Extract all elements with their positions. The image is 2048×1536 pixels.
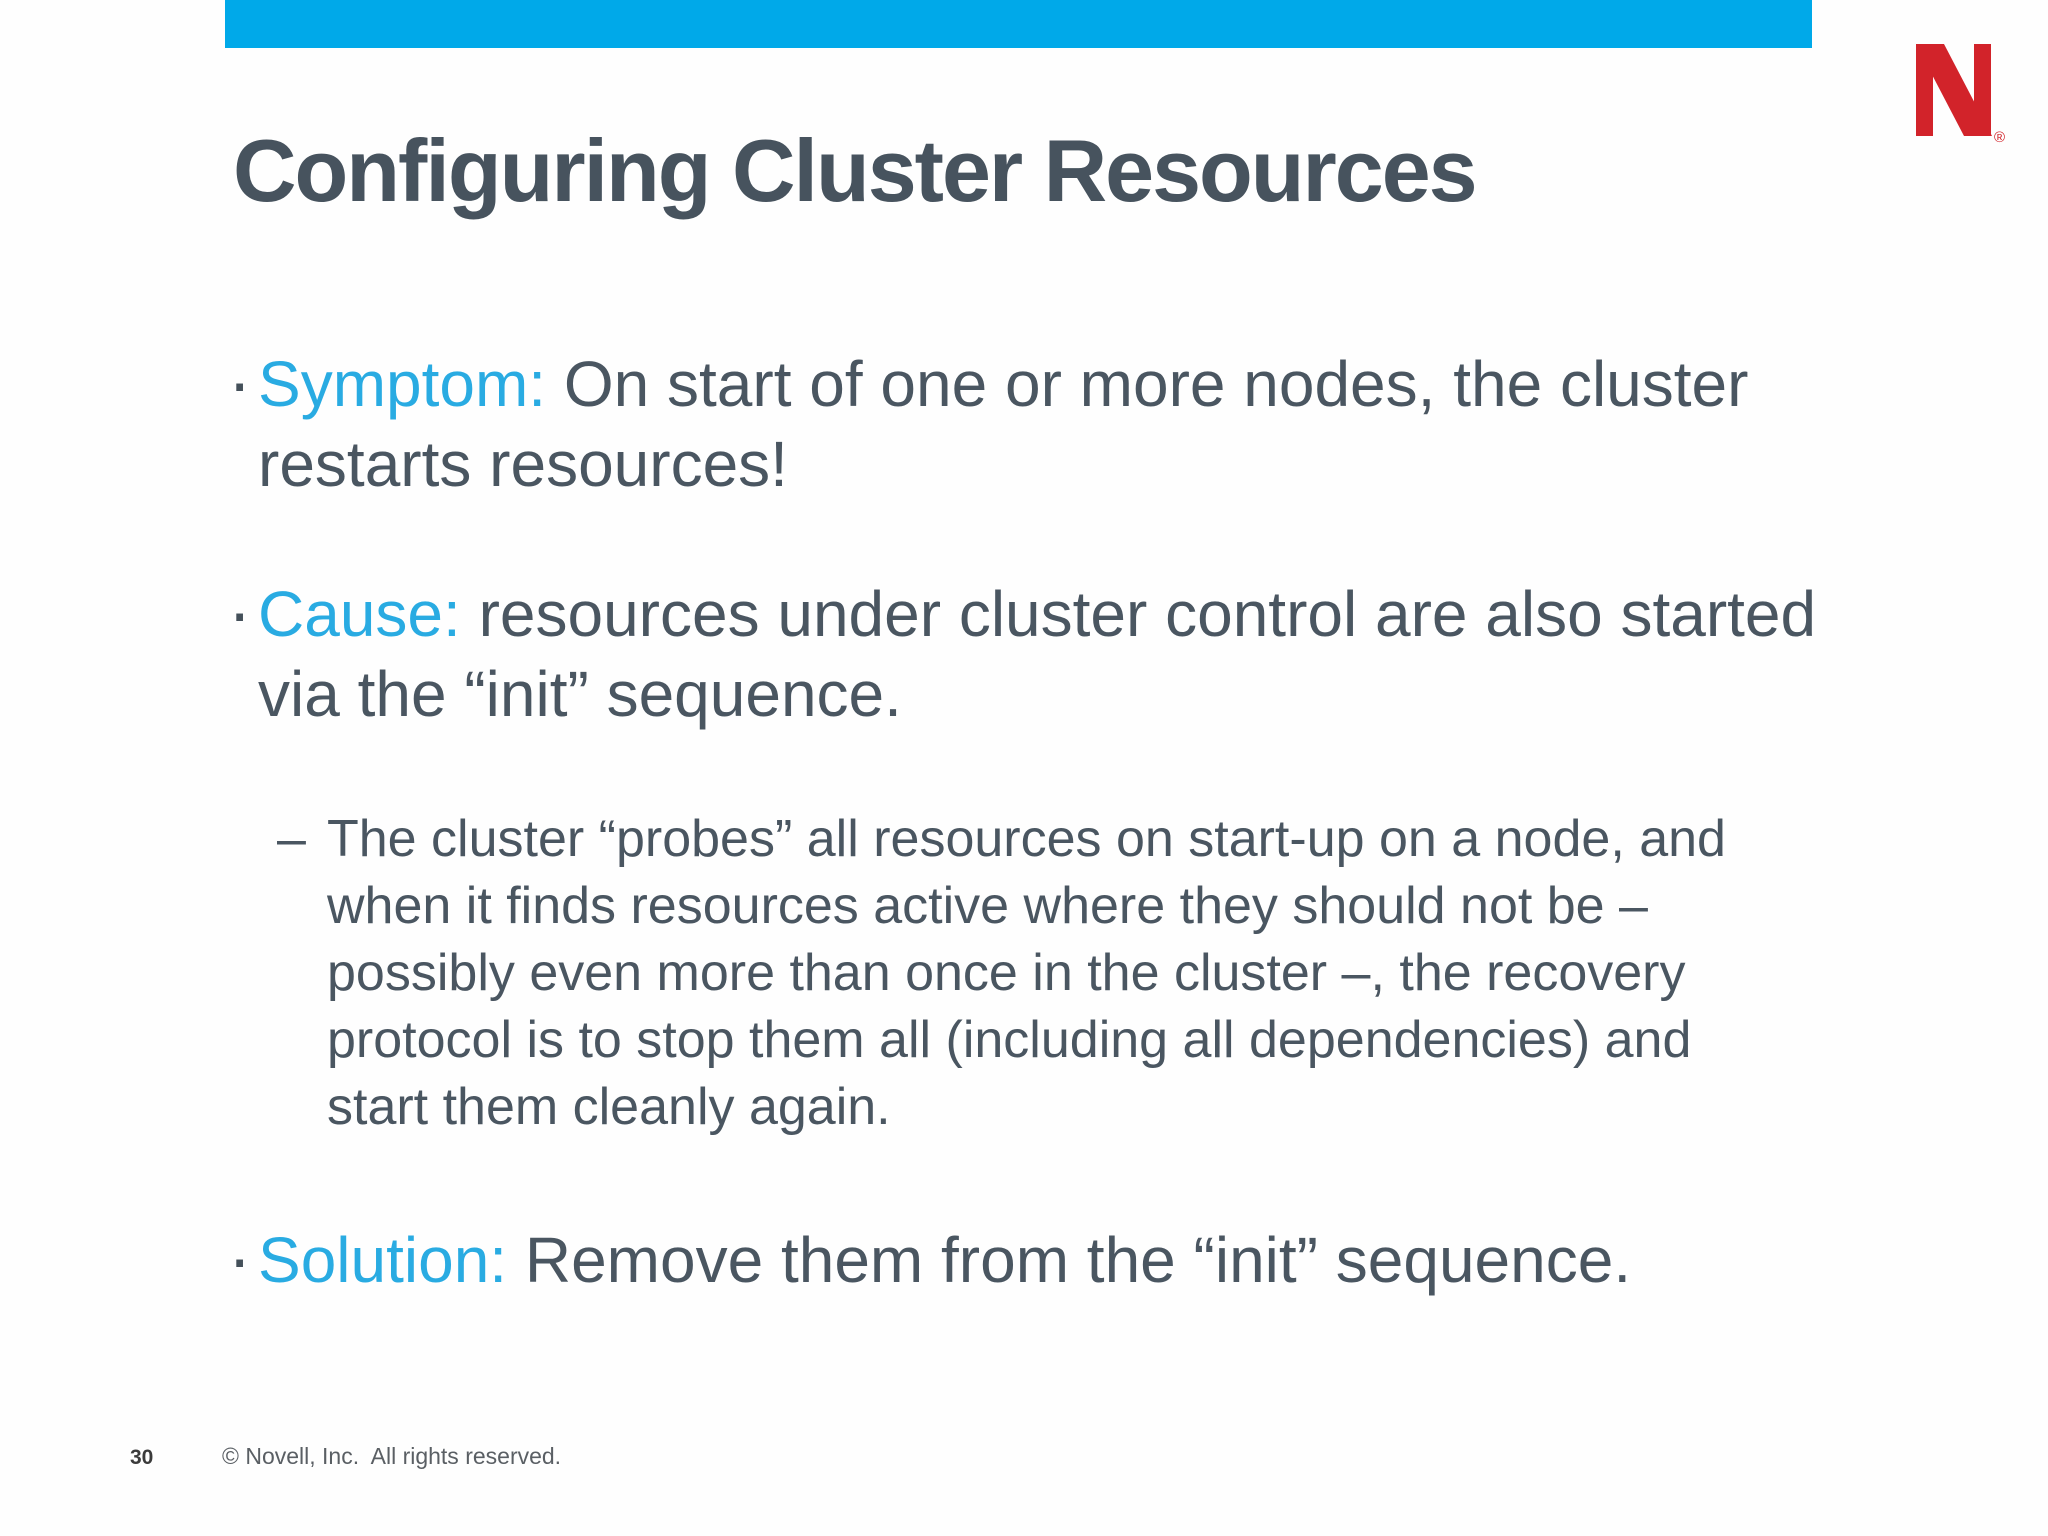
logo-right-stroke xyxy=(1974,44,1991,136)
solution-text: Remove them from the “init” sequence. xyxy=(524,1224,1632,1296)
cause-label: Cause: xyxy=(258,578,461,650)
novell-n-logo: ® xyxy=(1916,44,2005,146)
sub-bullet-line-3: possibly even more than once in the clus… xyxy=(327,944,1686,1002)
symptom-label: Symptom: xyxy=(258,348,547,420)
bullet-cause-line-1: Cause: resources under cluster control a… xyxy=(258,574,1816,654)
logo-diagonal-stroke xyxy=(1916,44,1992,136)
bullet-solution: · Solution: Remove them from the “init” … xyxy=(228,1219,1631,1300)
bullet-symptom-line-1: Symptom: On start of one or more nodes, … xyxy=(258,344,1748,424)
symptom-text: On start of one or more nodes, the clust… xyxy=(563,348,1749,420)
solution-label: Solution: xyxy=(258,1224,508,1296)
sub-bullet-dash: – xyxy=(277,810,306,868)
copyright-notice: © Novell, Inc. All rights reserved. xyxy=(222,1443,562,1469)
bullet-dot: · xyxy=(228,573,252,651)
bullet-dot: · xyxy=(228,343,252,421)
registered-mark: ® xyxy=(1994,129,2005,146)
slide-title: Configuring Cluster Resources xyxy=(233,121,1478,220)
sub-bullet-line-2: when it finds resources active where the… xyxy=(327,877,1648,935)
bullet-cause-line-2: via the “init” sequence. xyxy=(258,658,902,730)
page-number: 30 xyxy=(130,1446,154,1469)
sub-bullet-probe-explanation: – The cluster “probes” all resources on … xyxy=(277,806,1726,1141)
bullet-symptom: · Symptom: On start of one or more nodes… xyxy=(228,343,1748,504)
cause-text: resources under cluster control are also… xyxy=(478,578,1817,650)
sub-bullet-line-5: start them cleanly again. xyxy=(327,1078,891,1136)
bullet-cause: · Cause: resources under cluster control… xyxy=(228,573,1816,734)
accent-bar xyxy=(225,0,1812,48)
bullet-symptom-line-2: restarts resources! xyxy=(258,428,788,500)
bullet-dot: · xyxy=(228,1219,252,1297)
sub-bullet-line-4: protocol is to stop them all (including … xyxy=(327,1011,1692,1069)
sub-bullet-line-1: The cluster “probes” all resources on st… xyxy=(327,810,1726,868)
bullet-solution-line-1: Solution: Remove them from the “init” se… xyxy=(258,1220,1631,1300)
